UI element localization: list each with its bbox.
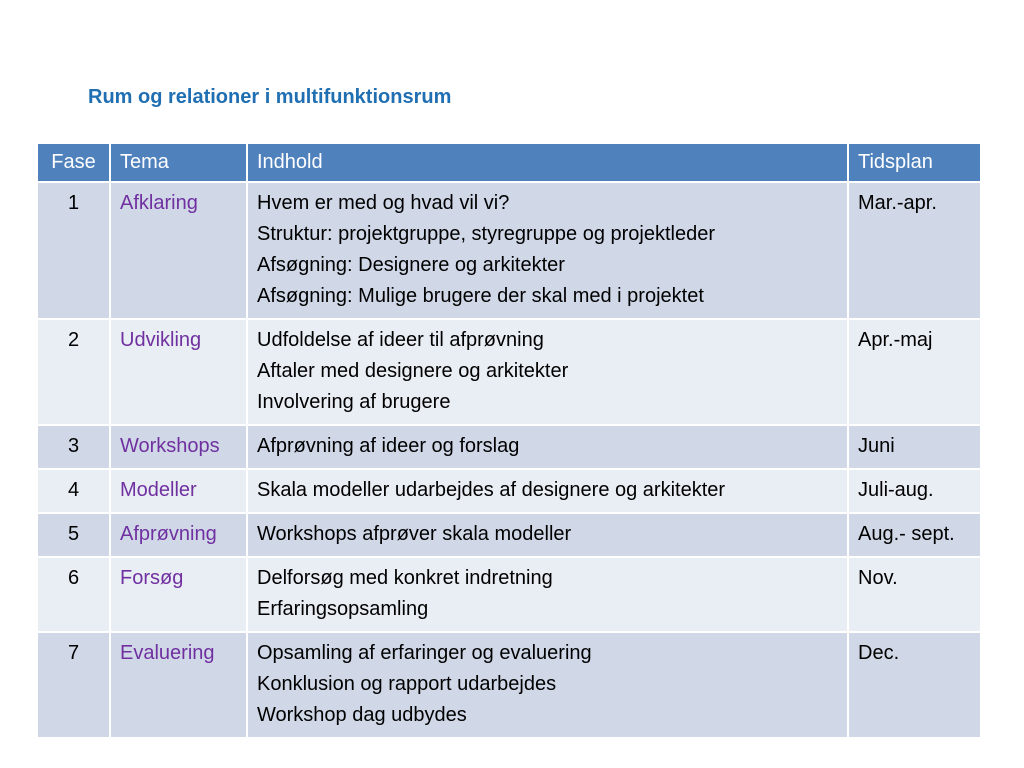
table-row: 2 Udvikling Udfoldelse af ideer til afpr… <box>36 318 982 426</box>
indhold-line: Delforsøg med konkret indretning <box>257 567 553 589</box>
indhold-line: Workshop dag udbydes <box>257 704 467 726</box>
cell-tema: Evaluering <box>109 631 248 739</box>
slide-title: Rum og relationer i multifunktionsrum <box>88 86 452 108</box>
indhold-line: Konklusion og rapport udarbejdes <box>257 673 557 695</box>
table-row: 5 Afprøvning Workshops afprøver skala mo… <box>36 512 982 558</box>
cell-tema: Udvikling <box>109 318 248 426</box>
indhold-line: Afprøvning af ideer og forslag <box>257 435 520 457</box>
cell-tema: Afklaring <box>109 181 248 320</box>
header-tema: Tema <box>109 142 248 183</box>
cell-indhold: Workshops afprøver skala modeller <box>246 512 849 558</box>
indhold-line: Opsamling af erfaringer og evaluering <box>257 642 592 664</box>
cell-tidsplan: Juni <box>847 424 982 470</box>
cell-indhold: Afprøvning af ideer og forslag <box>246 424 849 470</box>
table-row: 4 Modeller Skala modeller udarbejdes af … <box>36 468 982 514</box>
cell-tidsplan: Aug.- sept. <box>847 512 982 558</box>
cell-fase: 7 <box>36 631 111 739</box>
cell-indhold: Opsamling af erfaringer og evaluering Ko… <box>246 631 849 739</box>
header-fase: Fase <box>36 142 111 183</box>
cell-tidsplan: Dec. <box>847 631 982 739</box>
indhold-line: Workshops afprøver skala modeller <box>257 523 572 545</box>
cell-fase: 4 <box>36 468 111 514</box>
indhold-line: Afsøgning: Designere og arkitekter <box>257 254 565 276</box>
cell-tidsplan: Mar.-apr. <box>847 181 982 320</box>
cell-tidsplan: Juli-aug. <box>847 468 982 514</box>
cell-indhold: Hvem er med og hvad vil vi? Struktur: pr… <box>246 181 849 320</box>
cell-indhold: Delforsøg med konkret indretning Erfarin… <box>246 556 849 633</box>
cell-tema: Modeller <box>109 468 248 514</box>
cell-fase: 3 <box>36 424 111 470</box>
cell-fase: 1 <box>36 181 111 320</box>
cell-indhold: Udfoldelse af ideer til afprøvning Aftal… <box>246 318 849 426</box>
cell-tidsplan: Apr.-maj <box>847 318 982 426</box>
table-row: 6 Forsøg Delforsøg med konkret indretnin… <box>36 556 982 633</box>
cell-tema: Afprøvning <box>109 512 248 558</box>
cell-tema: Workshops <box>109 424 248 470</box>
indhold-line: Involvering af brugere <box>257 391 451 413</box>
header-tidsplan: Tidsplan <box>847 142 982 183</box>
table-header-row: Fase Tema Indhold Tidsplan <box>36 142 982 183</box>
indhold-line: Hvem er med og hvad vil vi? <box>257 192 510 214</box>
indhold-line: Struktur: projektgruppe, styregruppe og … <box>257 223 716 245</box>
indhold-line: Afsøgning: Mulige brugere der skal med i… <box>257 285 704 307</box>
indhold-line: Skala modeller udarbejdes af designere o… <box>257 479 726 501</box>
indhold-line: Erfaringsopsamling <box>257 598 429 620</box>
indhold-line: Udfoldelse af ideer til afprøvning <box>257 329 544 351</box>
indhold-line: Aftaler med designere og arkitekter <box>257 360 569 382</box>
cell-fase: 6 <box>36 556 111 633</box>
cell-indhold: Skala modeller udarbejdes af designere o… <box>246 468 849 514</box>
cell-tidsplan: Nov. <box>847 556 982 633</box>
header-indhold: Indhold <box>246 142 849 183</box>
project-plan-table: Fase Tema Indhold Tidsplan 1 Afklaring H… <box>36 142 982 739</box>
table-row: 1 Afklaring Hvem er med og hvad vil vi? … <box>36 181 982 320</box>
cell-fase: 5 <box>36 512 111 558</box>
table-row: 3 Workshops Afprøvning af ideer og forsl… <box>36 424 982 470</box>
cell-fase: 2 <box>36 318 111 426</box>
cell-tema: Forsøg <box>109 556 248 633</box>
table-row: 7 Evaluering Opsamling af erfaringer og … <box>36 631 982 739</box>
